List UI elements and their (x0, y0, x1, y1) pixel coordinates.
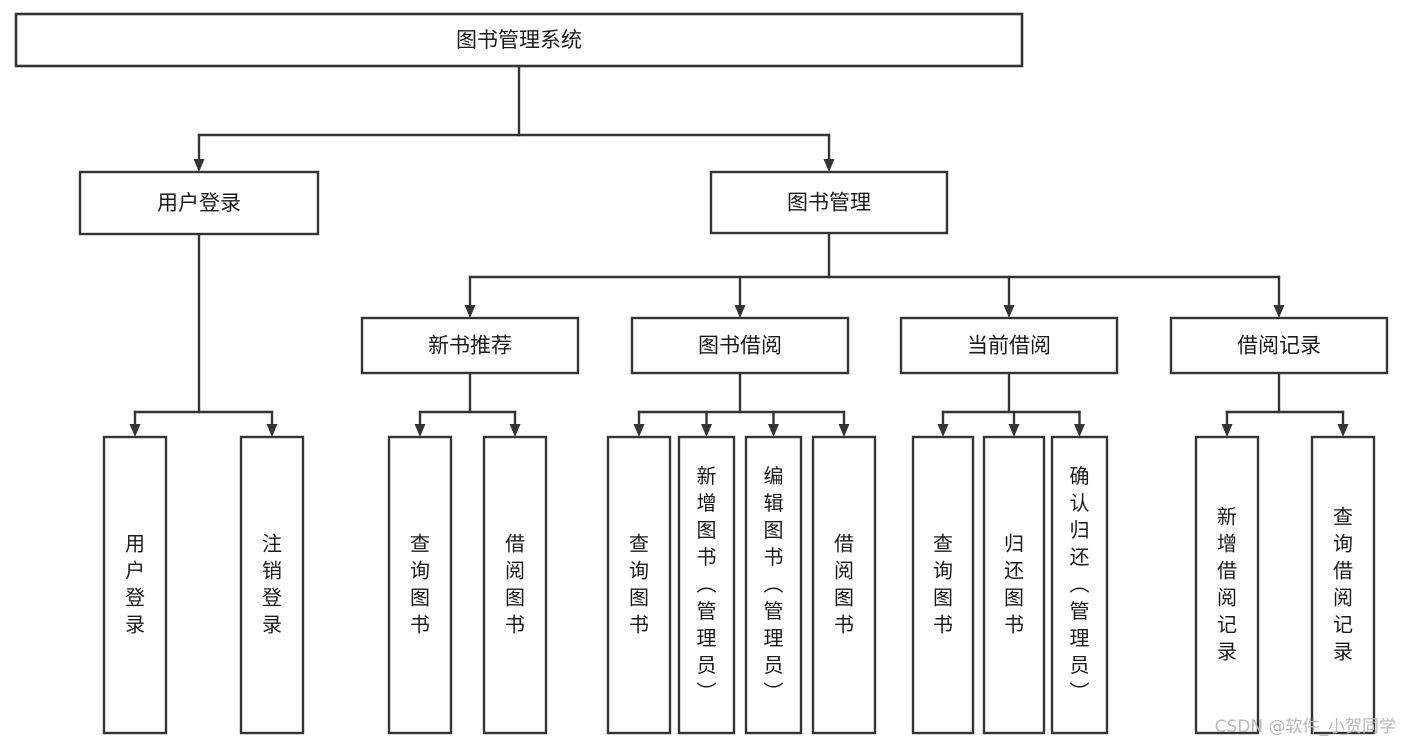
node-编辑图书管理员[interactable]: 编辑图书︵管理员︶ (744, 435, 803, 735)
node-box-图书借阅[interactable] (630, 316, 850, 375)
node-box-图书管理系统[interactable] (14, 12, 1024, 68)
arrow-head-用户登录 (193, 159, 205, 172)
node-layer: 图书管理系统用户登录用户登录注销登录图书管理新书推荐查询图书借阅图书图书借阅查询… (14, 12, 1389, 735)
node-用户登录[interactable]: 用户登录 (78, 170, 320, 236)
arrow-head-确认归还管理员 (1074, 424, 1085, 437)
node-box-查询图书[interactable] (387, 435, 453, 735)
node-图书借阅[interactable]: 图书借阅 (630, 316, 850, 375)
node-box-查询图书[interactable] (606, 435, 672, 735)
arrow-head-借阅记录 (1273, 305, 1285, 318)
node-用户登录[interactable]: 用户登录 (102, 435, 168, 735)
node-label-查询图书: 查询图书 (629, 532, 649, 637)
node-查询图书[interactable]: 查询图书 (911, 435, 975, 735)
node-新书推荐[interactable]: 新书推荐 (360, 316, 580, 375)
node-box-查询借阅记录[interactable] (1310, 435, 1376, 735)
node-label-确认归还管理员: 确认归还︵管理员︶ (1070, 464, 1090, 704)
node-label-查询图书: 查询图书 (410, 532, 430, 637)
node-box-确认归还管理员[interactable] (1050, 435, 1109, 735)
arrow-head-查询图书 (633, 424, 645, 437)
node-label-借阅图书: 借阅图书 (505, 532, 525, 637)
node-box-注销登录[interactable] (239, 435, 305, 735)
node-label-新书推荐: 新书推荐 (428, 334, 512, 358)
node-box-当前借阅[interactable] (899, 316, 1119, 375)
arrow-head-归还图书 (1008, 424, 1020, 437)
node-label-归还图书: 归还图书 (1004, 532, 1024, 637)
arrow-head-借阅图书 (509, 424, 521, 437)
node-借阅记录[interactable]: 借阅记录 (1169, 316, 1389, 375)
node-box-新增图书管理员[interactable] (677, 435, 736, 735)
arrow-head-查询借阅记录 (1337, 424, 1349, 437)
node-当前借阅[interactable]: 当前借阅 (899, 316, 1119, 375)
node-图书管理[interactable]: 图书管理 (709, 170, 949, 235)
arrow-head-编辑图书管理员 (768, 424, 779, 437)
node-box-图书管理[interactable] (709, 170, 949, 235)
arrow-head-查询图书 (414, 424, 426, 437)
node-box-编辑图书管理员[interactable] (744, 435, 803, 735)
node-label-当前借阅: 当前借阅 (967, 334, 1051, 358)
node-label-借阅记录: 借阅记录 (1237, 334, 1321, 358)
node-label-新增借阅记录: 新增借阅记录 (1217, 505, 1237, 664)
node-label-用户登录: 用户登录 (125, 532, 145, 637)
arrow-head-当前借阅 (1003, 305, 1015, 318)
node-box-借阅记录[interactable] (1169, 316, 1389, 375)
arrow-head-查询图书 (937, 424, 949, 437)
connector-layer (129, 64, 1349, 437)
node-label-用户登录: 用户登录 (157, 191, 241, 215)
node-box-新增借阅记录[interactable] (1194, 435, 1260, 735)
node-label-编辑图书管理员: 编辑图书︵管理员︶ (764, 464, 784, 704)
node-box-借阅图书[interactable] (811, 435, 877, 735)
node-label-查询图书: 查询图书 (933, 532, 953, 637)
node-图书管理系统[interactable]: 图书管理系统 (14, 12, 1024, 68)
arrow-head-借阅图书 (838, 424, 850, 437)
node-box-查询图书[interactable] (911, 435, 975, 735)
node-box-用户登录[interactable] (78, 170, 320, 236)
node-注销登录[interactable]: 注销登录 (239, 435, 305, 735)
node-label-注销登录: 注销登录 (262, 532, 282, 637)
node-box-归还图书[interactable] (982, 435, 1046, 735)
node-新增借阅记录[interactable]: 新增借阅记录 (1194, 435, 1260, 735)
node-查询图书[interactable]: 查询图书 (606, 435, 672, 735)
node-label-借阅图书: 借阅图书 (834, 532, 854, 637)
node-label-新增图书管理员: 新增图书︵管理员︶ (697, 464, 717, 704)
node-新增图书管理员[interactable]: 新增图书︵管理员︶ (677, 435, 736, 735)
node-查询借阅记录[interactable]: 查询借阅记录 (1310, 435, 1376, 735)
node-label-图书管理: 图书管理 (787, 191, 871, 215)
node-box-新书推荐[interactable] (360, 316, 580, 375)
node-label-图书管理系统: 图书管理系统 (456, 28, 582, 52)
node-确认归还管理员[interactable]: 确认归还︵管理员︶ (1050, 435, 1109, 735)
node-box-用户登录[interactable] (102, 435, 168, 735)
node-label-查询借阅记录: 查询借阅记录 (1333, 505, 1353, 664)
arrow-head-注销登录 (266, 424, 278, 437)
arrow-head-用户登录 (129, 424, 141, 437)
csdn-watermark: CSDN @软件_小贺同学 (1215, 717, 1396, 737)
node-查询图书[interactable]: 查询图书 (387, 435, 453, 735)
arrow-head-新书推荐 (464, 305, 476, 318)
arrow-head-图书管理 (823, 159, 835, 172)
arrow-head-新增图书管理员 (701, 424, 712, 437)
node-box-借阅图书[interactable] (482, 435, 548, 735)
node-借阅图书[interactable]: 借阅图书 (811, 435, 877, 735)
arrow-head-新增借阅记录 (1221, 424, 1233, 437)
node-借阅图书[interactable]: 借阅图书 (482, 435, 548, 735)
node-label-图书借阅: 图书借阅 (698, 334, 782, 358)
node-归还图书[interactable]: 归还图书 (982, 435, 1046, 735)
arrow-head-图书借阅 (734, 305, 746, 318)
